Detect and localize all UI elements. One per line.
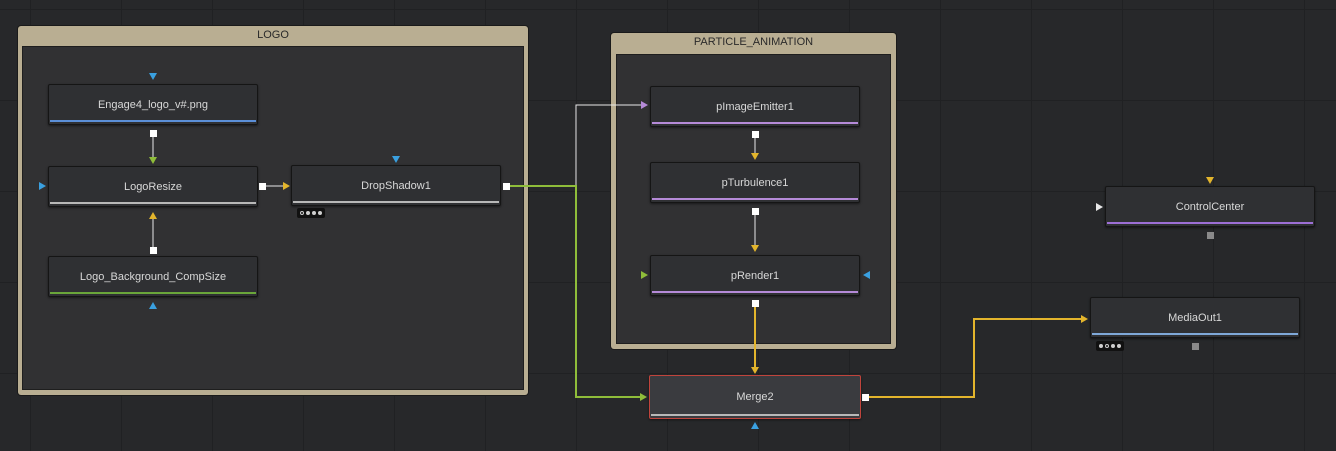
node-merge2-color-bar xyxy=(651,414,859,416)
output-logobg xyxy=(150,247,157,254)
input-arrow-dropshadow-mask xyxy=(392,156,400,163)
node-prender-color-bar xyxy=(652,291,858,293)
node-pturbulence[interactable]: pTurbulence1 xyxy=(650,162,860,203)
input-arrow-pimageemitter xyxy=(641,101,648,109)
node-engage4-logo-label: Engage4_logo_v#.png xyxy=(97,99,209,111)
input-arrow-prender xyxy=(751,245,759,252)
input-arrow-merge-mask xyxy=(751,422,759,429)
node-controlcenter-label: ControlCenter xyxy=(1175,201,1245,213)
node-prender-label: pRender1 xyxy=(730,270,780,282)
node-logoresize[interactable]: LogoResize xyxy=(48,166,258,207)
input-arrow-mediaout xyxy=(1081,315,1088,323)
wire-merge-mediaout xyxy=(868,318,1082,398)
output-mediaout xyxy=(1192,343,1199,350)
input-arrow-pturbulence xyxy=(751,153,759,160)
node-merge2-label: Merge2 xyxy=(736,391,774,403)
input-arrow-prender-right xyxy=(863,271,870,279)
node-dropshadow[interactable]: DropShadow1 xyxy=(291,165,501,206)
node-mediaout1[interactable]: MediaOut1 xyxy=(1090,297,1300,338)
node-logo-background-color-bar xyxy=(50,292,256,294)
input-arrow-merge-foreground xyxy=(640,393,647,401)
node-dropshadow-dots-badge[interactable] xyxy=(297,208,325,218)
node-mediaout1-color-bar xyxy=(1092,333,1298,335)
output-prender xyxy=(752,300,759,307)
node-logo-background-compsize[interactable]: Logo_Background_CompSize xyxy=(48,256,258,297)
output-controlcenter xyxy=(1207,232,1214,239)
output-pturbulence xyxy=(752,208,759,215)
node-pimageemitter[interactable]: pImageEmitter1 xyxy=(650,86,860,127)
output-logoresize xyxy=(259,183,266,190)
node-controlcenter-color-bar xyxy=(1107,222,1313,224)
node-logoresize-label: LogoResize xyxy=(123,181,183,193)
node-controlcenter[interactable]: ControlCenter xyxy=(1105,186,1315,227)
output-merge xyxy=(862,394,869,401)
node-logoresize-color-bar xyxy=(50,202,256,204)
node-pimageemitter-color-bar xyxy=(652,122,858,124)
input-arrow-controlcenter-left xyxy=(1096,203,1103,211)
node-mediaout1-dots-badge[interactable] xyxy=(1096,341,1124,351)
node-engage4-logo-loader[interactable]: Engage4_logo_v#.png xyxy=(48,84,258,125)
wire-dropshadow-merge xyxy=(507,185,640,398)
input-arrow-logobg-mask xyxy=(149,302,157,309)
input-arrow-logoresize-mask xyxy=(39,182,46,190)
input-arrow-controlcenter-top xyxy=(1206,177,1214,184)
output-engage xyxy=(150,130,157,137)
node-logo-background-label: Logo_Background_CompSize xyxy=(79,271,227,283)
wire-dropshadow-pimageemitter xyxy=(507,104,641,187)
node-merge2[interactable]: Merge2 xyxy=(649,375,861,419)
node-pturbulence-color-bar xyxy=(652,198,858,200)
node-pimageemitter-label: pImageEmitter1 xyxy=(716,101,794,113)
output-dropshadow xyxy=(503,183,510,190)
node-dropshadow-label: DropShadow1 xyxy=(361,180,431,192)
output-pimageemitter xyxy=(752,131,759,138)
input-arrow-logoresize-bg xyxy=(149,157,157,164)
group-logo-title: LOGO xyxy=(257,29,289,41)
group-particle-animation-title: PARTICLE_ANIMATION xyxy=(693,36,814,48)
input-arrow-prender-left xyxy=(641,271,648,279)
input-arrow-logoresize-fg xyxy=(149,212,157,219)
node-engage4-logo-color-bar xyxy=(50,120,256,122)
node-pturbulence-label: pTurbulence1 xyxy=(721,177,789,189)
group-logo[interactable]: LOGO xyxy=(18,26,528,395)
node-mediaout1-label: MediaOut1 xyxy=(1168,312,1222,324)
input-arrow-engage xyxy=(149,73,157,80)
input-arrow-dropshadow xyxy=(283,182,290,190)
input-arrow-merge-background xyxy=(751,367,759,374)
node-dropshadow-color-bar xyxy=(293,201,499,203)
node-prender[interactable]: pRender1 xyxy=(650,255,860,296)
